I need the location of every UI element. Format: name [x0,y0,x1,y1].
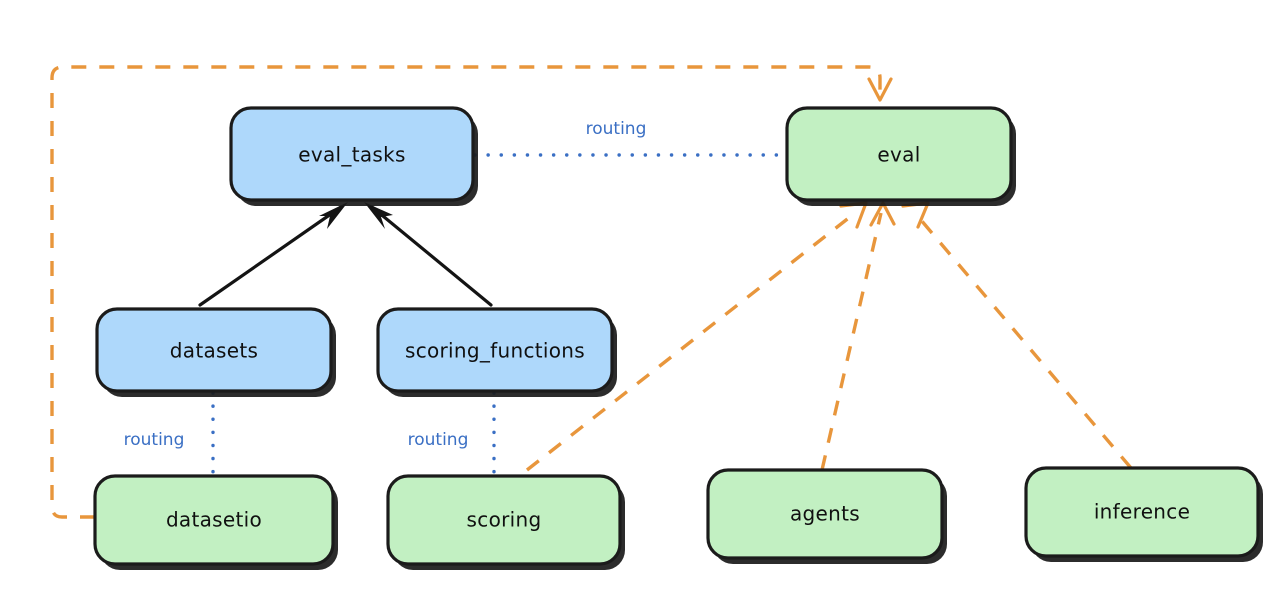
node-eval-tasks-box[interactable] [229,106,475,202]
node-datasets[interactable]: datasets [95,307,336,397]
node-scoring-functions-box[interactable] [376,307,614,393]
node-inference[interactable]: inference [1024,466,1263,562]
edge-scoring-functions-to-eval-tasks [364,202,493,307]
node-eval-tasks[interactable]: eval_tasks [229,106,478,206]
node-scoring-label: scoring [467,508,542,532]
node-datasetio-box[interactable] [93,474,335,566]
edge-datasets-to-eval-tasks [198,202,348,307]
node-inference-label: inference [1094,500,1190,524]
arrowhead-orange-top [867,77,893,102]
node-datasets-box[interactable] [95,307,333,393]
edge-label-routing-eval: routing [586,119,647,139]
node-eval[interactable]: eval [785,106,1016,206]
node-scoring[interactable]: scoring [386,474,625,570]
edge-datasetio-to-eval [50,65,893,519]
edge-label-routing-datasetio: routing [124,430,185,450]
node-agents-box[interactable] [706,468,944,560]
node-datasetio-label: datasetio [166,508,262,532]
arrowhead-orange-scoring [839,201,868,229]
node-scoring-functions-label: scoring_functions [405,339,585,363]
node-eval-box[interactable] [785,106,1013,202]
node-datasetio[interactable]: datasetio [93,474,338,570]
edge-inference-to-eval [901,201,1133,470]
edge-label-routing-scoring: routing [408,430,469,450]
node-agents[interactable]: agents [706,468,947,564]
node-inference-box[interactable] [1024,466,1260,558]
arrowhead-datasets [319,202,348,229]
node-eval-tasks-label: eval_tasks [298,143,405,167]
node-scoring-functions[interactable]: scoring_functions [376,307,617,397]
arrowhead-scoring-functions [364,202,393,229]
node-datasets-label: datasets [170,339,258,363]
node-scoring-box[interactable] [386,474,622,566]
edge-agents-to-eval [820,201,896,471]
node-agents-label: agents [790,502,860,526]
node-eval-label: eval [877,143,920,167]
